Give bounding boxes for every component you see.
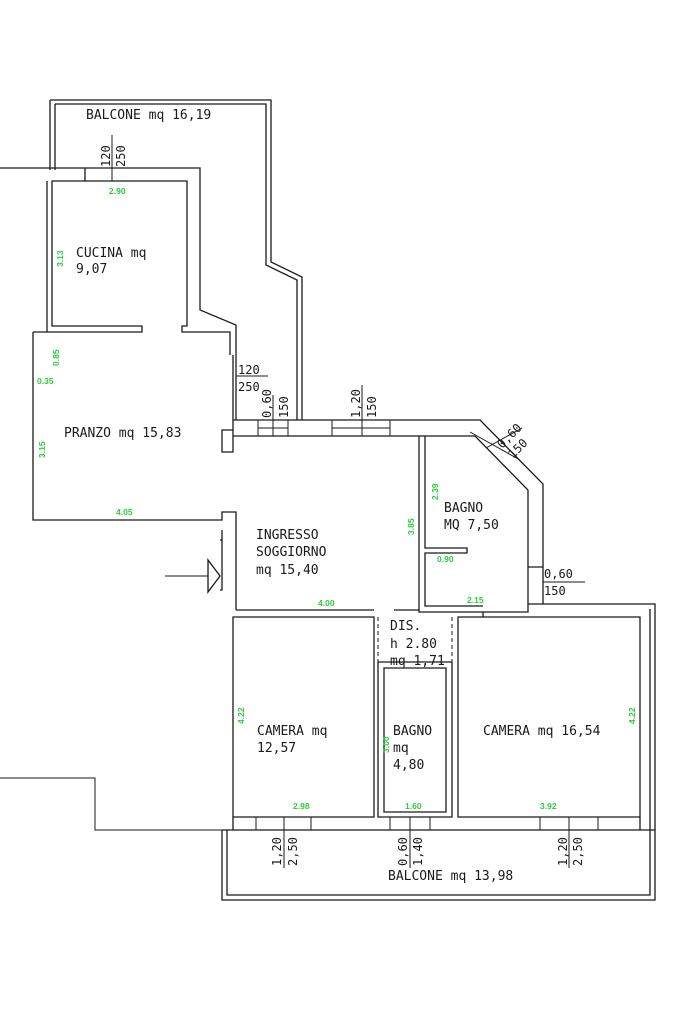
main-lower-inner: [226, 609, 651, 896]
balcone-bottom-wall: [222, 817, 655, 831]
balcone-bottom-door-left: [255, 817, 312, 830]
balcone-bottom-door-right: [539, 817, 599, 830]
entry-arrow-head: [207, 558, 221, 594]
balcone-top-label: BALCONE mq 16,19: [86, 108, 211, 123]
dim-ingr-win1-h: 150: [277, 396, 291, 418]
meas-camera-left-height: 4.22: [236, 707, 246, 724]
dis-dashed: [377, 617, 453, 662]
meas-cucina-height: 3.13: [55, 250, 65, 267]
dim-ingr-win1-w: 0,60: [260, 389, 274, 418]
ingresso-area: mq 15,40: [256, 563, 319, 578]
pranzo-walls: [32, 331, 237, 610]
dis-height: h 2.80: [390, 637, 437, 652]
pranzo-wall-inner: [221, 355, 234, 540]
camera-right-label: CAMERA mq 16,54: [483, 724, 601, 739]
dim-pranzo-door-h: 250: [238, 380, 260, 394]
meas-pranzo-height: 3.15: [37, 441, 47, 458]
meas-pranzo-top: 0.85: [51, 349, 61, 366]
balcone-top-outline: [50, 99, 303, 420]
dimension-ticks: [111, 135, 585, 868]
bagno-small-mq: mq: [393, 741, 409, 756]
dim-balcone-top-w: 120: [99, 145, 113, 167]
entry-jamb: [220, 539, 223, 591]
dim-bot-left-w: 1,20: [270, 837, 284, 866]
bagno-small-label: BAGNO: [393, 724, 432, 739]
dim-right-win-h: 150: [544, 584, 566, 598]
cucina-area: 9,07: [76, 262, 107, 277]
cucina-right-walls: [142, 167, 237, 420]
cucina-walls: [0, 167, 143, 333]
balcone-bottom-door-mid: [389, 817, 431, 830]
meas-bagno-height: 2.39: [430, 483, 440, 500]
main-lower-outline: [221, 603, 656, 901]
meas-bagno-small-width: 1.60: [405, 801, 422, 811]
dim-bot-mid-w: 0,60: [396, 837, 410, 866]
pranzo-label: PRANZO mq 15,83: [64, 426, 181, 441]
cucina-top-door: [85, 167, 142, 182]
soggiorno-label: SOGGIORNO: [256, 545, 327, 560]
camera-left-walls: [232, 616, 375, 818]
ingresso-top-wall: [233, 419, 544, 567]
camera-right-walls: [457, 616, 641, 818]
meas-pranzo-step: 0.35: [37, 376, 54, 386]
meas-camera-left-width: 2.98: [293, 801, 310, 811]
meas-camera-right-height: 4.22: [627, 707, 637, 724]
dim-bot-left-h: 2,50: [286, 837, 300, 866]
dim-right-win-w: 0,60: [544, 567, 573, 581]
bagno-big-area: MQ 7,50: [444, 518, 499, 533]
tick-bagno-win: [469, 427, 523, 461]
dim-bot-mid-h: 1,40: [411, 837, 425, 866]
outside-line-left: [0, 777, 222, 831]
dim-ingr-win2-w: 1,20: [349, 389, 363, 418]
meas-bagno-bottom: 2.15: [467, 595, 484, 605]
meas-ingresso-depth: 3.85: [406, 518, 416, 535]
meas-cucina-width: 2.90: [109, 186, 126, 196]
meas-ingresso-width: 4.00: [318, 598, 335, 608]
balcone-top-inner: [55, 103, 298, 420]
right-window: [527, 566, 544, 605]
dim-pranzo-door-w: 120: [238, 363, 260, 377]
meas-bagno-niche: 0.90: [437, 554, 454, 564]
dim-ingr-win2-h: 150: [365, 396, 379, 418]
dim-bot-right-w: 1,20: [556, 837, 570, 866]
dis-area: mq 1,71: [390, 654, 445, 669]
bagno-small-walls: [377, 661, 453, 818]
ingr-window-2: [331, 420, 391, 436]
bagno-big-label: BAGNO: [444, 501, 483, 516]
camera-left-label: CAMERA mq: [257, 724, 327, 739]
balcone-bottom-label: BALCONE mq 13,98: [388, 869, 513, 884]
dim-balcone-top-h: 250: [114, 145, 128, 167]
bagno-big-walls: [418, 436, 484, 617]
meas-pranzo-width: 4.05: [116, 507, 133, 517]
meas-camera-right-width: 3.92: [540, 801, 557, 811]
dis-label: DIS.: [390, 619, 421, 634]
camera-left-area: 12,57: [257, 741, 296, 756]
ingresso-label: INGRESSO: [256, 528, 319, 543]
dim-bot-right-h: 2,50: [571, 837, 585, 866]
cucina-label: CUCINA mq: [76, 246, 146, 261]
meas-bagno-small-height: 3.00: [381, 736, 391, 753]
walls: [0, 99, 656, 901]
bagno-small-area: 4,80: [393, 758, 424, 773]
balcone-top-left: [49, 100, 56, 170]
